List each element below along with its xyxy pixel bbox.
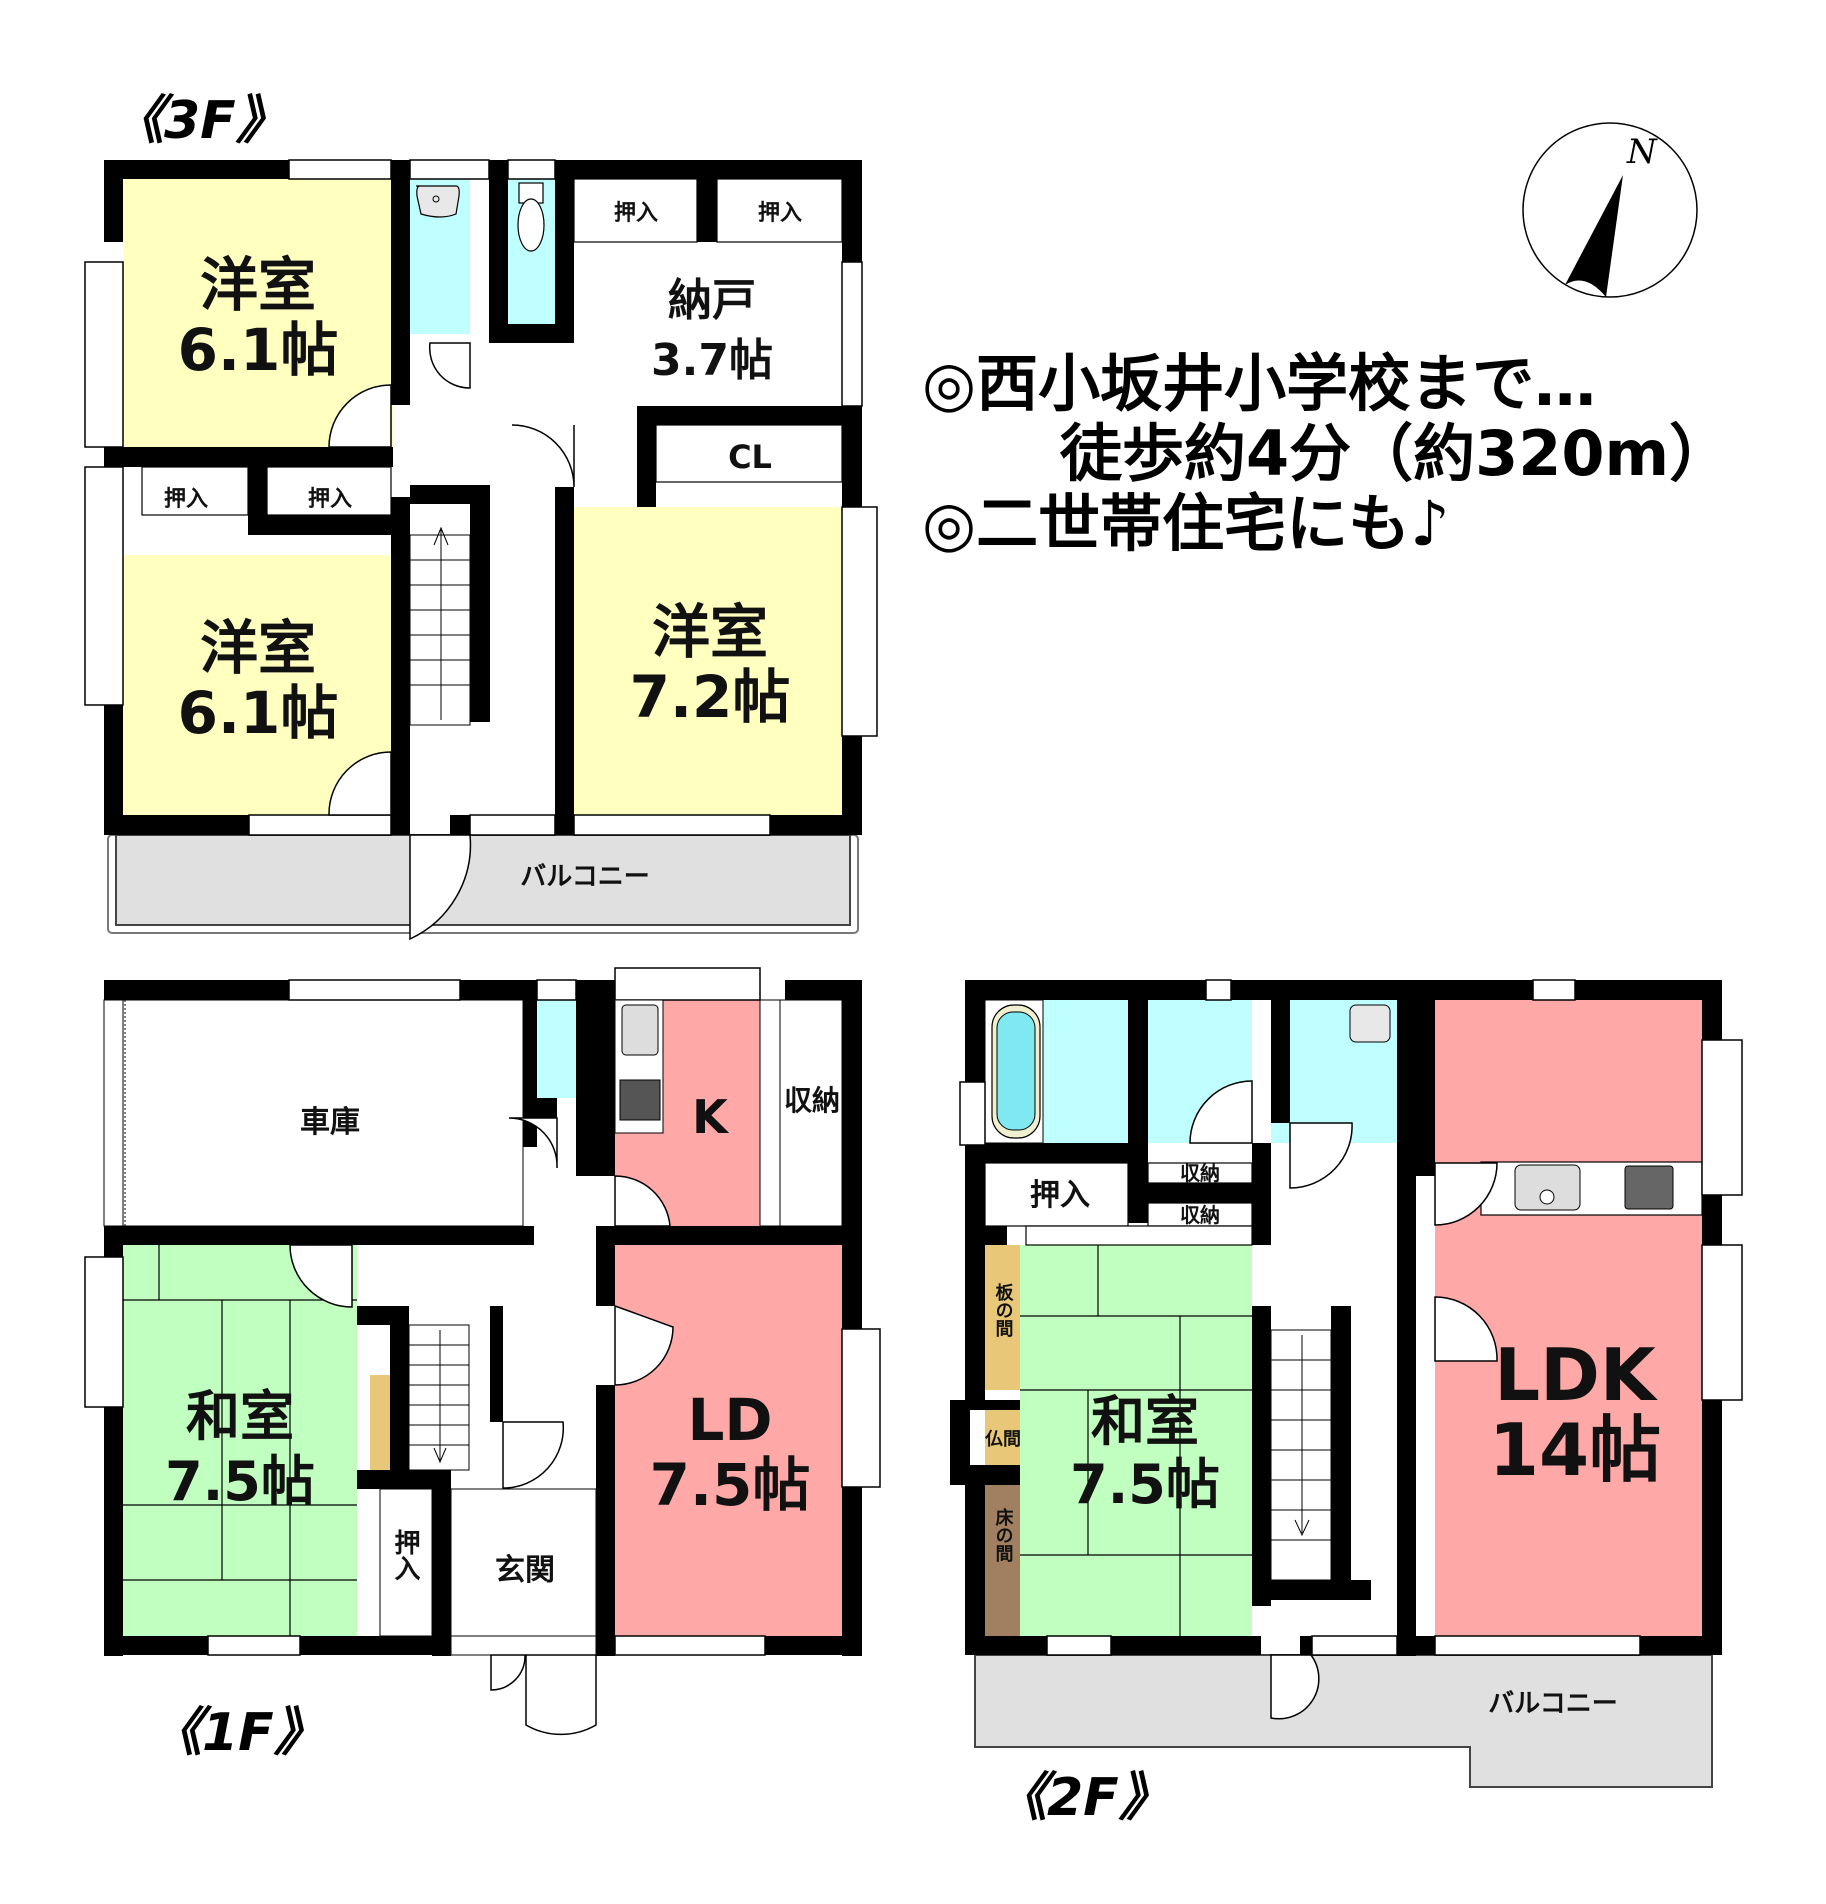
floor-1f: 《1F》: [84, 967, 881, 1763]
sink-icon-washroom: [1349, 1004, 1391, 1043]
ldk-name: LDK: [1494, 1333, 1658, 1417]
oshiire-3f-2: 押入: [758, 200, 802, 226]
oshiire-1f: 押入: [390, 1529, 420, 1581]
alcove-1f: [370, 1375, 390, 1480]
living-dining-size: 7.5帖: [650, 1451, 811, 1519]
north-arrow-icon: [1565, 175, 1623, 297]
itanoma-label: 板の間: [993, 1282, 1014, 1338]
ldk-size: 14帖: [1489, 1408, 1661, 1492]
western-room-1-name: 洋室: [200, 251, 316, 319]
garage: [122, 999, 524, 1227]
western-room-2-size: 6.1帖: [178, 679, 339, 747]
storage-room-size: 3.7帖: [651, 335, 773, 386]
stairs-3f: [409, 526, 471, 726]
western-room-3-name: 洋室: [652, 598, 768, 666]
floor-label-1f: 《1F》: [150, 1703, 326, 1763]
sink-icon-2f: [1514, 1164, 1581, 1211]
tokonoma-label: 床の間: [993, 1507, 1014, 1563]
garage-label: 車庫: [300, 1105, 360, 1140]
toilet-2f: [1271, 1000, 1416, 1143]
itanoma: [985, 1245, 1020, 1390]
toilet-1f: [537, 1000, 576, 1098]
entrance-label: 玄関: [495, 1553, 555, 1588]
japanese-room-2f: [1020, 1245, 1252, 1636]
balcony-2f-label: バルコニー: [1488, 1689, 1617, 1719]
balcony-3f-label: バルコニー: [520, 862, 649, 892]
butsuma-label: 仏間: [985, 1429, 1021, 1450]
feature-line-3: ◎二世帯住宅にも♪: [922, 487, 1450, 560]
compass: N: [1522, 122, 1698, 298]
living-dining-name: LD: [687, 1386, 772, 1454]
japanese-room-1f: [123, 1245, 357, 1636]
oshiire-3f-3: 押入: [164, 486, 208, 512]
closet-label: CL: [728, 438, 772, 476]
living-dining: [615, 1245, 842, 1636]
feature-line-1: ◎西小坂井小学校まで…: [922, 347, 1596, 420]
stove-icon-2f: [1624, 1165, 1674, 1210]
japanese-room-1f-name: 和室: [186, 1385, 294, 1448]
storage-2f-2: 収納: [1180, 1203, 1220, 1227]
stairs-1f: [408, 1324, 470, 1471]
kitchen-sink-icon: [621, 1004, 659, 1056]
balcony-3f: [115, 834, 851, 926]
stairs-2f: [1270, 1329, 1332, 1581]
western-room-2-name: 洋室: [200, 614, 316, 682]
kitchen-label: K: [692, 1090, 730, 1144]
japanese-room-1f-size: 7.5帖: [165, 1450, 315, 1513]
floor-2f: 《2F》 バルコニー: [950, 979, 1743, 1828]
north-label: N: [1626, 132, 1658, 172]
feature-text: ◎西小坂井小学校まで… 徒歩約4分（約320m） ◎二世帯住宅にも♪: [922, 347, 1731, 560]
oshiire-3f-1: 押入: [614, 200, 658, 226]
butsuma: [985, 1410, 1020, 1465]
oshiire-2f: 押入: [1030, 1178, 1090, 1213]
western-room-3-size: 7.2帖: [630, 663, 791, 731]
floor-label-2f: 《2F》: [995, 1768, 1171, 1828]
storage-2f-1: 収納: [1180, 1161, 1220, 1185]
storage-room-name: 納戸: [668, 275, 756, 326]
western-room-1-size: 6.1帖: [178, 316, 339, 384]
oshiire-3f-4: 押入: [308, 486, 352, 512]
japanese-room-2f-size: 7.5帖: [1070, 1453, 1220, 1516]
storage-label-1f: 収納: [784, 1084, 840, 1117]
japanese-room-2f-name: 和室: [1091, 1390, 1199, 1453]
feature-line-2: 徒歩約4分（約320m）: [1059, 417, 1731, 490]
western-room-3: [574, 507, 842, 815]
stove-icon: [619, 1079, 661, 1121]
floor-label-3f: 《3F》: [112, 91, 288, 151]
bath-area: [1043, 1000, 1128, 1143]
floor-3f: 《3F》 バルコニー: [84, 91, 878, 941]
tokonoma: [985, 1485, 1020, 1636]
